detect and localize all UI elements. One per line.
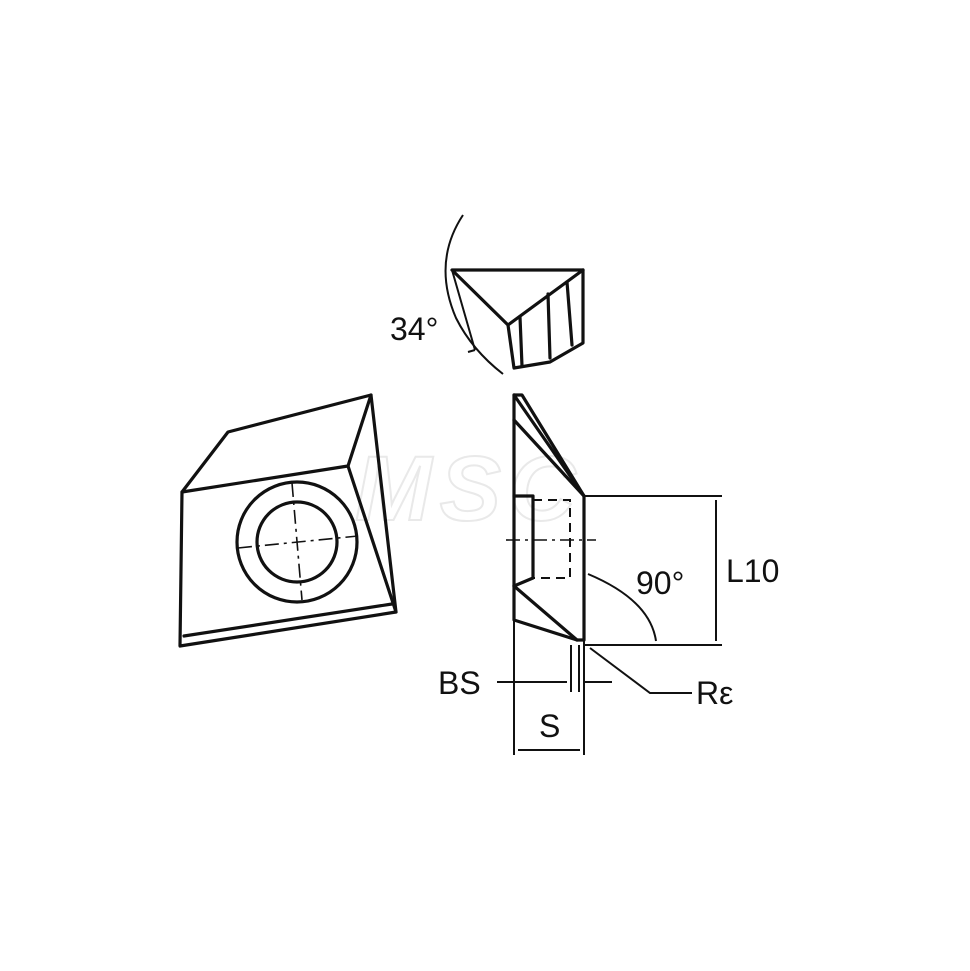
insert-top-view (178, 393, 398, 648)
mounting-hole (255, 500, 339, 584)
angle-34-label: 34° (390, 311, 438, 347)
watermark-logo: MSC (355, 438, 583, 540)
angle-90-label: 90° (636, 565, 684, 601)
corner-radius-label: Rε (696, 675, 733, 711)
mounting-hole-counterbore (235, 480, 359, 604)
dimension-lines (497, 495, 722, 755)
insert-side-view (506, 393, 596, 642)
thickness-s-label: S (539, 708, 560, 744)
length-l10-label: L10 (726, 553, 779, 589)
insert-end-view (444, 214, 585, 375)
bevel-width-label: BS (438, 665, 481, 701)
